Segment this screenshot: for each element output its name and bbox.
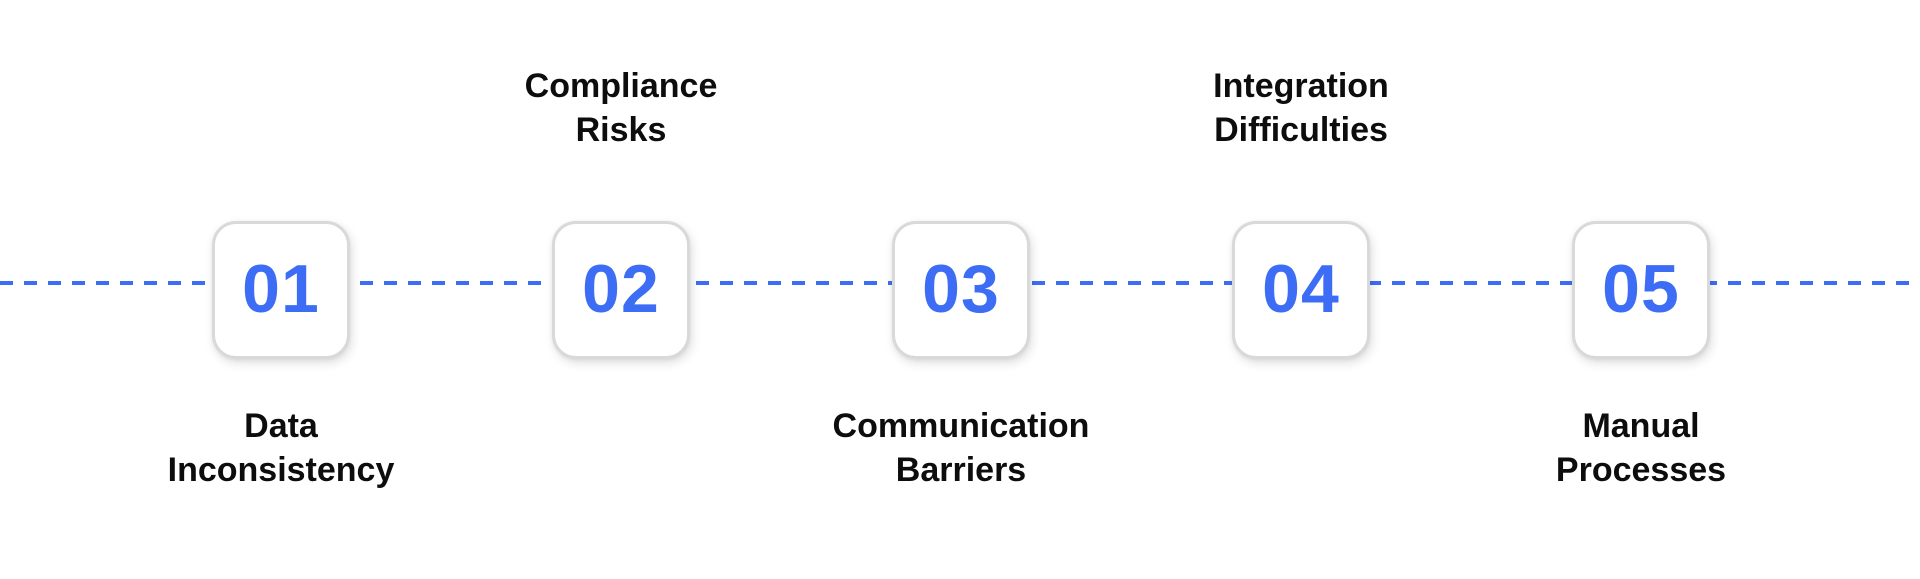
step-card-1: 01 bbox=[212, 221, 350, 359]
step-label-line: Manual bbox=[1582, 407, 1700, 445]
step-label-line: Compliance bbox=[524, 67, 718, 105]
step-number-3: 03 bbox=[922, 251, 1000, 327]
step-label-line: Difficulties bbox=[1214, 111, 1388, 149]
step-number-4: 04 bbox=[1262, 251, 1340, 327]
step-label-line: Integration bbox=[1213, 67, 1389, 105]
step-label-2: Compliance Risks bbox=[441, 64, 801, 152]
step-number-1: 01 bbox=[242, 251, 320, 327]
step-label-1: Data Inconsistency bbox=[101, 404, 461, 492]
step-label-line: Processes bbox=[1555, 451, 1727, 489]
step-number-5: 05 bbox=[1602, 251, 1680, 327]
step-label-line: Communication bbox=[832, 407, 1090, 445]
step-label-line: Risks bbox=[575, 111, 667, 149]
step-card-3: 03 bbox=[892, 221, 1030, 359]
step-label-3: Communication Barriers bbox=[781, 404, 1141, 492]
step-card-4: 04 bbox=[1232, 221, 1370, 359]
step-label-line: Barriers bbox=[895, 451, 1027, 489]
step-card-2: 02 bbox=[552, 221, 690, 359]
step-number-2: 02 bbox=[582, 251, 660, 327]
step-label-5: Manual Processes bbox=[1461, 404, 1821, 492]
step-card-5: 05 bbox=[1572, 221, 1710, 359]
step-label-4: Integration Difficulties bbox=[1121, 64, 1481, 152]
step-label-line: Inconsistency bbox=[167, 451, 395, 489]
step-label-line: Data bbox=[244, 407, 318, 445]
